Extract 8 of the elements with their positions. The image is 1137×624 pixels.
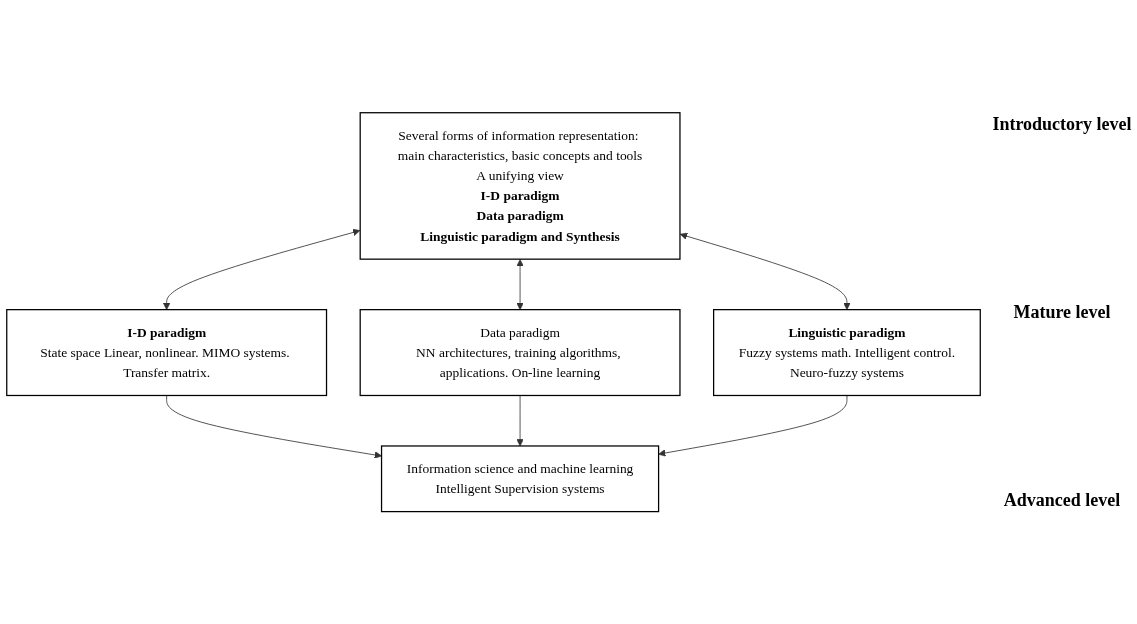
node-box: Linguistic paradigm Fuzzy systems math. Intelligent control. Neuro-fuzzy systems [713, 308, 981, 396]
node-box: Several forms of information representation: main characteristics, basic concepts and tools A unifying view I-D paradigm Data paradigm Linguistic paradigm and Synthesis [359, 111, 681, 260]
node-box: I-D paradigm State space Linear, nonlinear. MIMO systems. Transfer matrix. [6, 308, 328, 396]
level-label: Mature level [1012, 301, 1112, 323]
level-label: Advanced level [1002, 489, 1122, 511]
node-box: Data paradigm NN architectures, training algorithms, applications. On-line learning [359, 308, 681, 396]
node-box: Information science and machine learning Intelligent Supervision systems [380, 445, 660, 513]
level-label: Introductory level [991, 113, 1133, 135]
